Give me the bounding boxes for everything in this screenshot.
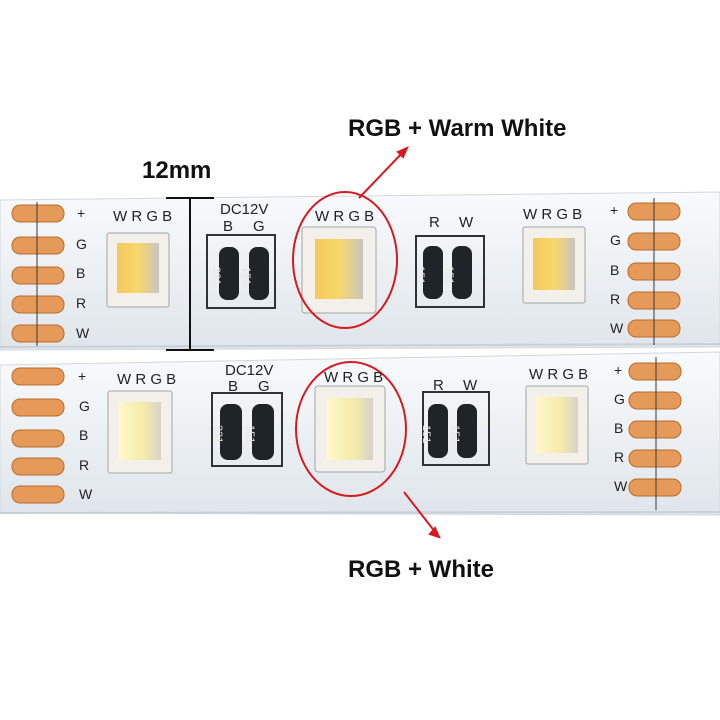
top-resistor-151-b: 151 [414, 266, 426, 285]
bottom-left-pad-w: W [79, 486, 93, 502]
highlight-annotations [292, 146, 441, 539]
dimension-label: 12mm [142, 157, 212, 184]
top-led-pins-center: W R G B [315, 208, 375, 225]
top-rw-label-r: R [429, 214, 440, 231]
top-led-pins-right: W R G B [523, 206, 583, 223]
top-left-pad-w: W [76, 325, 90, 341]
bottom-right-pad-w: W [614, 478, 628, 494]
bottom-left-copper-pads [11, 367, 65, 504]
bottom-voltage-label: DC12V [225, 362, 274, 379]
bottom-led-pins-center: W R G B [324, 369, 384, 386]
bottom-led-packages [107, 385, 589, 474]
bottom-resistor-151-a: 151 [244, 425, 256, 444]
top-bg-label-b: B [223, 218, 234, 235]
top-left-copper-pads [11, 202, 65, 346]
top-resistor-331: 331 [210, 267, 222, 286]
top-resistor-151-c: 151 [443, 266, 455, 285]
top-right-copper-pads [627, 198, 681, 345]
bottom-callout-label: RGB + White [348, 556, 495, 583]
resistor-blocks [206, 234, 490, 467]
bottom-left-pad-plus: + [78, 368, 87, 384]
top-left-pad-r: R [76, 295, 87, 311]
top-voltage-label: DC12V [220, 201, 269, 218]
bottom-resistor-151-c: 151 [449, 425, 461, 444]
top-right-pad-plus: + [610, 202, 619, 218]
top-left-pad-plus: + [77, 205, 86, 221]
bottom-left-pad-g: G [79, 398, 90, 414]
top-left-pad-g: G [76, 236, 87, 252]
bottom-bg-label-g: G [258, 378, 270, 395]
top-right-pad-b: B [610, 262, 620, 278]
bottom-rw-label-w: W [463, 377, 478, 394]
bottom-resistor-151-b: 151 [420, 425, 432, 444]
top-callout-label: RGB + Warm White [348, 115, 567, 142]
bottom-led-pins-left: W R G B [117, 371, 177, 388]
bottom-led-pins-right: W R G B [529, 366, 589, 383]
top-bg-label-g: G [253, 218, 265, 235]
bottom-left-pad-b: B [79, 427, 89, 443]
bottom-right-pad-g: G [614, 391, 625, 407]
top-right-pad-g: G [610, 232, 621, 248]
bottom-right-pad-r: R [614, 449, 625, 465]
top-right-pad-w: W [610, 320, 624, 336]
dimension-marker [166, 197, 214, 351]
bottom-right-copper-pads [628, 357, 682, 510]
bottom-bg-label-b: B [228, 378, 239, 395]
top-right-pad-r: R [610, 291, 621, 307]
bottom-resistor-331: 331 [212, 425, 224, 444]
top-led-pins-left: W R G B [113, 208, 173, 225]
top-led-packages [106, 226, 586, 314]
top-resistor-151-a: 151 [240, 267, 252, 286]
top-left-pad-b: B [76, 265, 86, 281]
bottom-right-pad-plus: + [614, 362, 623, 378]
top-rw-label-w: W [459, 214, 474, 231]
bottom-rw-label-r: R [433, 377, 444, 394]
bottom-left-pad-r: R [79, 457, 90, 473]
bottom-right-pad-b: B [614, 420, 624, 436]
